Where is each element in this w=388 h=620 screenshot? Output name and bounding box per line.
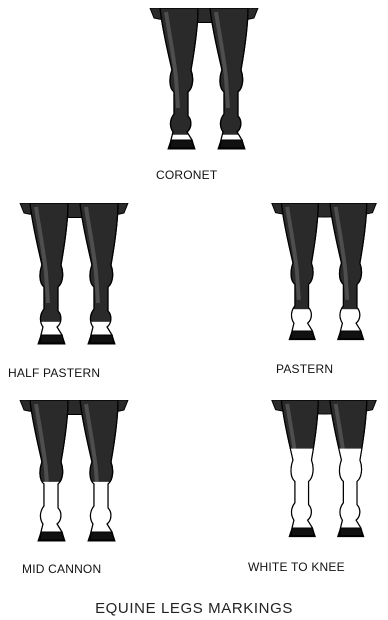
leg-1-white-marking: [208, 135, 252, 140]
marking-panel-white-to-knee: [262, 400, 388, 550]
marking-label-coronet: CORONET: [156, 168, 217, 182]
marking-label-white-to-knee: WHITE TO KNEE: [248, 560, 345, 574]
marking-label-pastern: PASTERN: [276, 362, 333, 376]
horse-legs-half-pastern-illustration: [10, 203, 140, 353]
horse-legs-pastern-illustration: [262, 203, 388, 353]
horse-legs-mid-cannon-illustration: [10, 400, 140, 550]
marking-label-half-pastern: HALF PASTERN: [8, 366, 100, 380]
leg-1-white-marking: [78, 482, 122, 532]
marking-panel-pastern: [262, 203, 388, 353]
leg-1-white-marking: [328, 309, 371, 331]
leg-0-white-marking: [279, 449, 322, 528]
leg-1-white-marking: [78, 322, 122, 335]
marking-panel-half-pastern: [10, 203, 140, 353]
marking-panel-mid-cannon: [10, 400, 140, 550]
diagram-title: EQUINE LEGS MARKINGS: [0, 600, 388, 617]
marking-label-mid-cannon: MID CANNON: [22, 562, 101, 576]
leg-0-white-marking: [158, 135, 202, 140]
leg-0-white-marking: [28, 322, 72, 335]
leg-1-white-marking: [328, 449, 371, 528]
marking-panel-coronet: [140, 8, 270, 158]
leg-0-white-marking: [279, 309, 322, 331]
horse-legs-coronet-illustration: [140, 8, 270, 158]
horse-legs-white-to-knee-illustration: [262, 400, 388, 550]
leg-0-white-marking: [28, 482, 72, 532]
